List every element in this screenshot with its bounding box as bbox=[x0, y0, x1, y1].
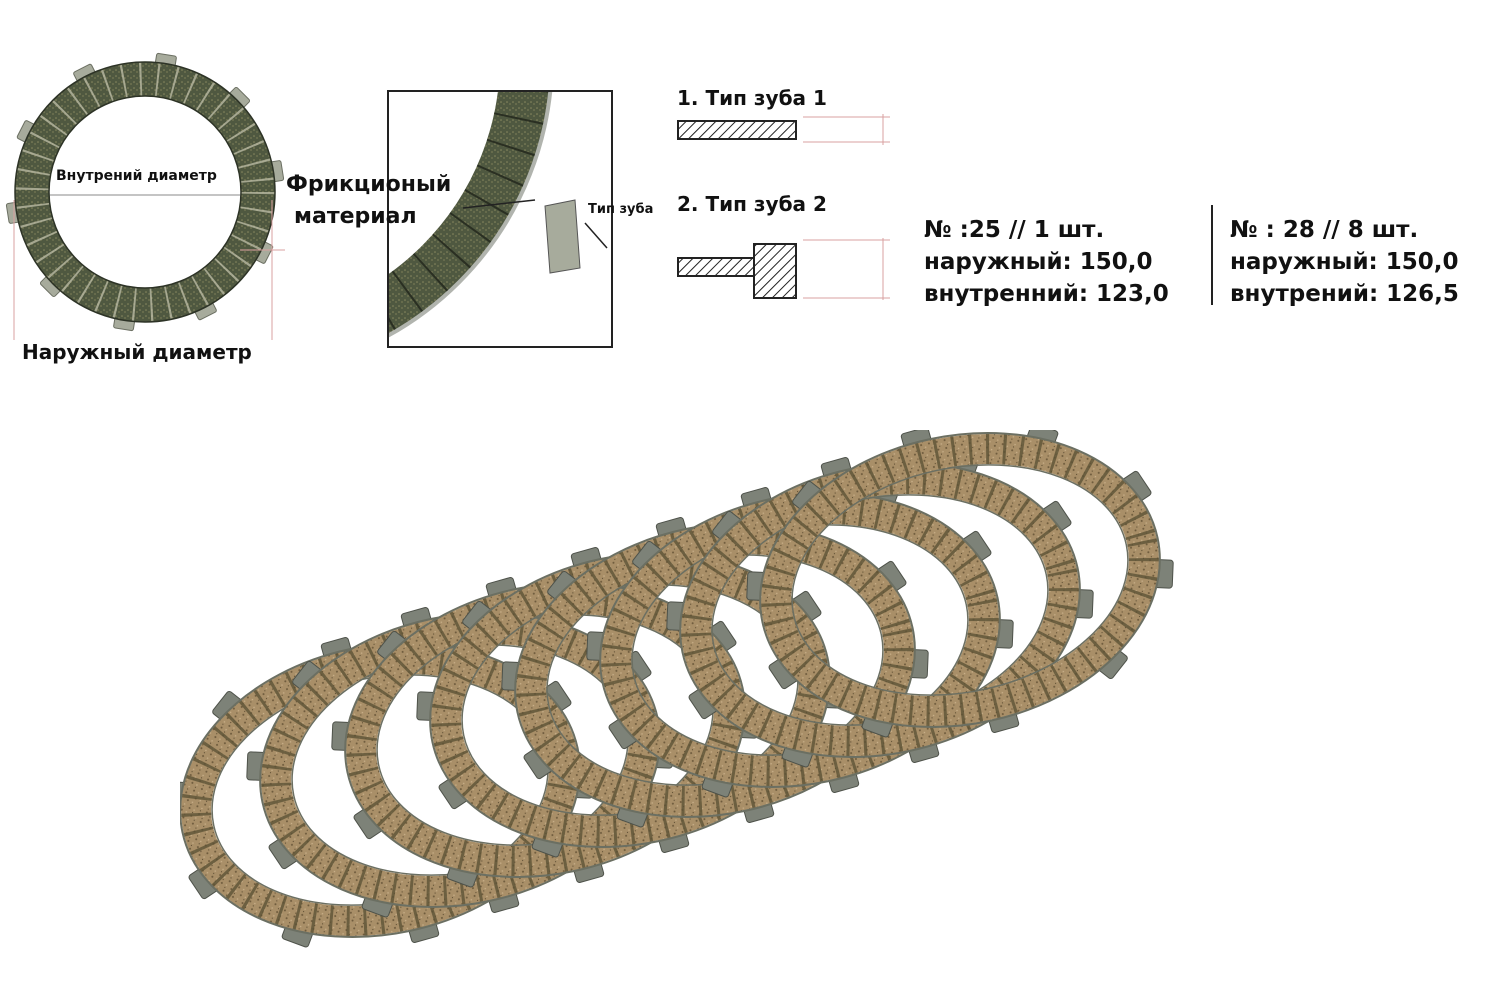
tooth-type-label: Тип зуба bbox=[588, 202, 654, 217]
inner-diameter-label: Внутрений диаметр bbox=[56, 168, 217, 184]
clutch-plates-photo bbox=[180, 430, 1174, 948]
friction-detail-diagram bbox=[387, 90, 613, 348]
friction-material-label-1: Фрикционый bbox=[286, 172, 452, 197]
spec-outer: наружный: 150,0 bbox=[1230, 249, 1459, 275]
spec-inner: внутрений: 126,5 bbox=[1230, 281, 1459, 307]
spec-block-28: № : 28 // 8 шт. наружный: 150,0 внутрени… bbox=[1230, 214, 1459, 310]
tooth-type-2-label: 2. Тип зуба 2 bbox=[677, 192, 827, 216]
tooth-pointer-line bbox=[584, 222, 608, 249]
tooth-type-2-schematic bbox=[677, 238, 890, 300]
clutch-plate bbox=[746, 430, 1174, 738]
spec-inner: внутренний: 123,0 bbox=[924, 281, 1169, 307]
plates-group bbox=[180, 430, 1174, 948]
spec-title: № : 28 // 8 шт. bbox=[1230, 217, 1419, 243]
spec-outer: наружный: 150,0 bbox=[924, 249, 1153, 275]
plate-diameter-diagram bbox=[5, 52, 285, 340]
tooth-tab bbox=[544, 199, 581, 274]
outer-diameter-label: Наружный диаметр bbox=[22, 340, 252, 364]
tooth-type-1-schematic bbox=[677, 114, 890, 145]
tooth-type-1-label: 1. Тип зуба 1 bbox=[677, 86, 827, 110]
friction-material-label-2: материал bbox=[294, 204, 417, 229]
friction-pointer-line bbox=[462, 199, 536, 209]
spec-divider bbox=[1211, 205, 1213, 305]
spec-title: № :25 // 1 шт. bbox=[924, 217, 1105, 243]
spec-block-25: № :25 // 1 шт. наружный: 150,0 внутренни… bbox=[924, 214, 1169, 310]
